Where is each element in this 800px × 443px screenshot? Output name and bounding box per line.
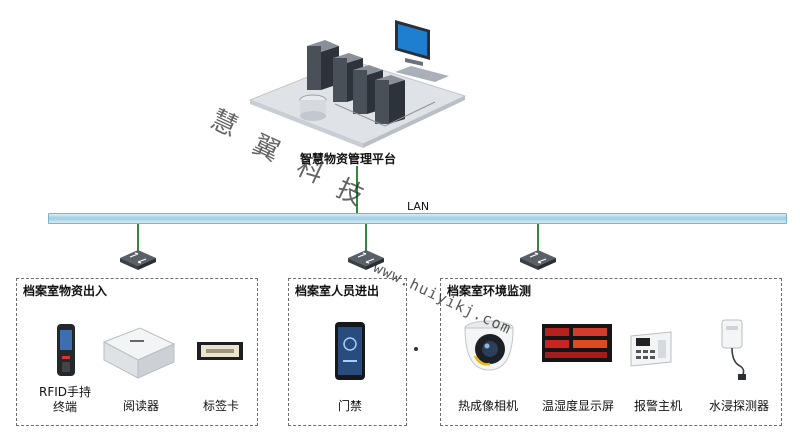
- device-label-thermal-camera: 热成像相机: [457, 399, 518, 413]
- rfid-handheld-icon: [57, 324, 75, 376]
- device-label-access-control: 门禁: [337, 399, 362, 413]
- switch-icon: [120, 250, 156, 270]
- device-label-water-leak-detector: 水浸探测器: [708, 399, 769, 413]
- alarm-host-icon: [630, 331, 672, 367]
- switch-icon: [520, 250, 556, 270]
- group-environment-monitoring: 档案室环境监测: [440, 278, 782, 426]
- switch-icon: [348, 250, 384, 270]
- switch-link-2: [365, 224, 367, 254]
- temp-humidity-display-icon: [542, 324, 612, 362]
- device-label-temp-humidity-display: 温湿度显示屏: [541, 399, 614, 413]
- access-control-icon: [335, 322, 365, 380]
- database-icon: [299, 94, 327, 121]
- group-personnel-access: 档案室人员进出: [288, 278, 407, 426]
- switch-link-3: [537, 224, 539, 254]
- group-title: 档案室物资出入: [23, 284, 108, 298]
- thermal-camera-icon: [464, 320, 514, 371]
- lan-label: LAN: [407, 200, 430, 213]
- tag-card-icon: [197, 342, 243, 360]
- group-title: 档案室环境监测: [447, 284, 532, 298]
- lan-backbone: [48, 213, 787, 224]
- server-icon: [307, 40, 339, 90]
- server-icon: [375, 75, 405, 124]
- platform-illustration: [248, 20, 467, 148]
- device-label-rfid: RFID手持 终端: [38, 385, 92, 414]
- platform-link: [356, 166, 358, 214]
- device-label-alarm-host: 报警主机: [633, 399, 682, 413]
- group-material-in-out: 档案室物资出入: [16, 278, 258, 426]
- group-title: 档案室人员进出: [295, 284, 380, 298]
- monitor-icon: [395, 20, 449, 82]
- watermark-char-4: 技: [331, 173, 369, 212]
- reader-icon: [102, 327, 176, 379]
- connector-dot: [414, 347, 418, 351]
- device-label-reader: 阅读器: [122, 399, 159, 413]
- device-label-tag-card: 标签卡: [202, 399, 239, 413]
- platform-label: 智慧物资管理平台: [300, 152, 397, 166]
- water-leak-detector-icon: [721, 319, 746, 380]
- switch-link-1: [137, 224, 139, 254]
